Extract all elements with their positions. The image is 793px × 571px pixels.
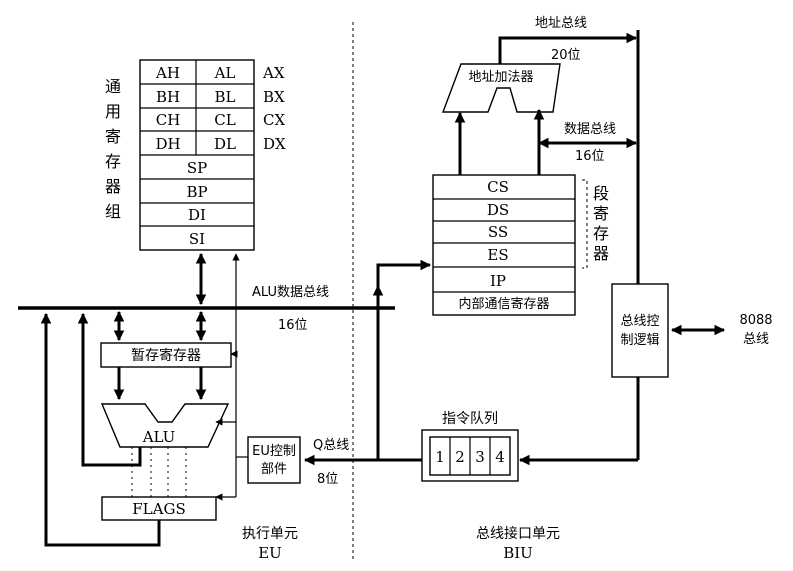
reg-cl: CL xyxy=(214,111,235,129)
title-char: 器 xyxy=(593,244,609,263)
queue-cell: 2 xyxy=(455,448,465,466)
reg-dx: DX xyxy=(263,135,286,153)
reg-cs: CS xyxy=(487,178,509,196)
q-bus-label: Q总线 xyxy=(313,438,349,453)
address-bus xyxy=(498,32,638,64)
title-char: 通 xyxy=(105,77,121,96)
internal-register-label: 内部通信寄存器 xyxy=(458,296,549,312)
reg-al: AL xyxy=(214,64,236,82)
title-char: 器 xyxy=(105,177,121,196)
q-bus-width: 8位 xyxy=(317,472,338,487)
reg-bx: BX xyxy=(263,88,285,106)
reg-ss: SS xyxy=(488,223,508,241)
reg-cx: CX xyxy=(263,111,285,129)
reg-dh: DH xyxy=(155,135,180,153)
eu-title: 执行单元 xyxy=(242,526,298,542)
reg-ax: AX xyxy=(262,64,285,82)
flags-bus-arrow xyxy=(40,312,161,547)
eu-title-abbr: EU xyxy=(258,544,282,562)
bus-control-label-2: 制逻辑 xyxy=(620,333,659,348)
flags-label: FLAGS xyxy=(132,500,185,518)
external-bus-label-1: 8088 xyxy=(739,313,772,328)
address-adder-label: 地址加法器 xyxy=(468,70,533,85)
title-char: 组 xyxy=(105,202,121,221)
reg-ah: AH xyxy=(155,64,180,82)
temp-register-box xyxy=(100,342,232,368)
temp-register-label: 暂存寄存器 xyxy=(131,347,201,364)
data-bus-width: 16位 xyxy=(575,149,605,164)
title-char: 用 xyxy=(105,102,121,121)
title-char: 寄 xyxy=(105,127,121,146)
alu-bus-width: 16位 xyxy=(278,318,308,333)
alu-label: ALU xyxy=(142,428,176,446)
bus-to-ip-arrow xyxy=(376,259,432,304)
segment-bracket xyxy=(582,179,588,269)
biu-title: 总线接口单元 xyxy=(476,525,560,542)
title-char: 段 xyxy=(593,184,609,203)
reg-bh: BH xyxy=(156,88,180,106)
alu-bus-label: ALU数据总线 xyxy=(252,285,329,300)
reg-sp: SP xyxy=(187,159,207,177)
alu-shape xyxy=(100,403,230,448)
eu-control-box xyxy=(247,436,301,484)
bus-control-box xyxy=(611,283,669,378)
reg-bp: BP xyxy=(186,183,207,201)
reg-bl: BL xyxy=(215,88,236,106)
reg-si: SI xyxy=(189,230,205,248)
address-bus-width: 20位 xyxy=(551,48,581,63)
biu-title-abbr: BIU xyxy=(503,544,533,562)
data-bus-label: 数据总线 xyxy=(564,122,616,137)
reg-di: DI xyxy=(188,206,206,224)
segment-register-box xyxy=(432,174,576,316)
bus-control-label-1: 总线控 xyxy=(620,314,659,329)
eu-control-label-1: EU控制 xyxy=(252,444,296,459)
title-char: 存 xyxy=(593,224,609,243)
title-char: 寄 xyxy=(593,204,609,223)
reg-ch: CH xyxy=(156,111,181,129)
title-char: 存 xyxy=(105,152,121,171)
general-register-title: 通 用 寄 存 器 组 xyxy=(105,77,121,221)
reg-ds: DS xyxy=(487,201,509,219)
segment-register-title: 段 寄 存 器 xyxy=(593,184,609,263)
external-bus-label-2: 总线 xyxy=(743,332,769,347)
address-bus-label: 地址总线 xyxy=(535,16,587,31)
queue-cell: 4 xyxy=(495,448,505,466)
reg-es: ES xyxy=(487,246,508,264)
instruction-queue-title: 指令队列 xyxy=(442,411,498,427)
queue-cell: 1 xyxy=(435,448,445,466)
alu-result-arrow xyxy=(77,312,142,467)
queue-cell: 3 xyxy=(475,448,485,466)
general-register-group: 通 用 寄 存 器 组 AH AL AX BH BL BX CH CL CX D… xyxy=(105,59,286,251)
reg-dl: DL xyxy=(214,135,236,153)
eu-control-label-2: 部件 xyxy=(261,462,287,477)
reg-ip: IP xyxy=(490,272,506,290)
